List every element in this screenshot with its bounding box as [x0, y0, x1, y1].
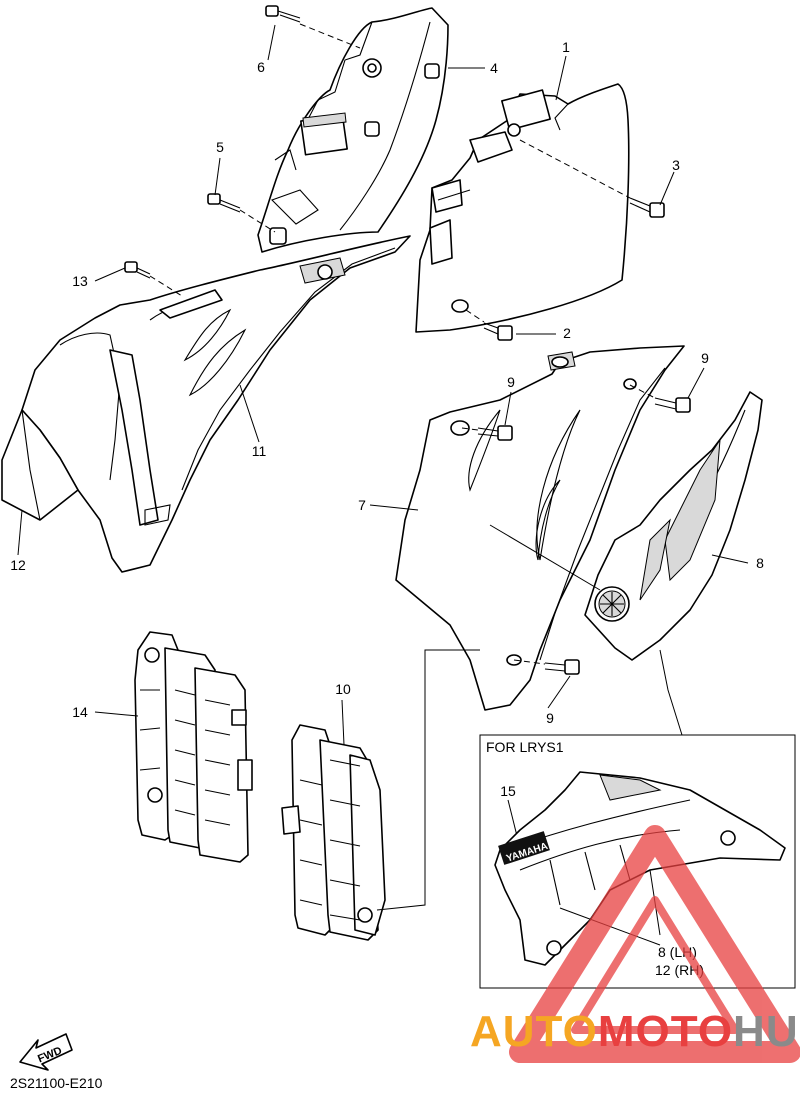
callout-5: 5 — [216, 139, 224, 155]
part-12-left-extension — [1, 409, 79, 521]
part-11-left-shroud — [21, 235, 411, 573]
callout-9c: 9 — [546, 710, 554, 726]
watermark-part-hub: HUB — [733, 1007, 800, 1056]
part-10-radiator-guard-right — [281, 724, 386, 941]
callout-2: 2 — [563, 325, 571, 341]
bolt-6 — [265, 5, 301, 23]
callout-10: 10 — [335, 681, 351, 697]
watermark-part-moto: MOTO — [598, 1007, 733, 1056]
callout-11: 11 — [252, 443, 267, 459]
callout-1: 1 — [562, 39, 570, 55]
bolt-9c — [544, 659, 580, 675]
bolt-9b — [654, 397, 691, 413]
watermark-text: AUTOMOTOHUB — [470, 1007, 800, 1056]
callout-8: 8 — [756, 555, 764, 571]
leader-lines — [17, 23, 749, 911]
part-1-number-plate — [415, 83, 630, 333]
callout-3: 3 — [672, 157, 680, 173]
watermark-triangle-icon — [509, 825, 800, 1063]
part-14-radiator-guard-left — [134, 631, 253, 863]
watermark-logo — [509, 825, 800, 1063]
callout-13: 13 — [72, 273, 88, 289]
inset-title: FOR LRYS1 — [486, 739, 564, 755]
bolt-2 — [483, 322, 513, 341]
part-8-right-graphic — [584, 391, 763, 661]
bolt-13 — [124, 261, 151, 279]
callout-4: 4 — [490, 60, 498, 76]
bolt-5 — [207, 193, 241, 213]
callout-9b: 9 — [701, 350, 709, 366]
callout-14: 14 — [72, 704, 88, 720]
part-7-right-shroud — [395, 345, 685, 711]
inset-callout-15: 15 — [500, 783, 516, 799]
bolt-9a — [477, 425, 513, 441]
diagram-code: 2S21100-E210 — [10, 1075, 103, 1091]
callout-9a: 9 — [507, 374, 515, 390]
bolt-3 — [629, 197, 665, 218]
callout-7: 7 — [358, 497, 366, 513]
callout-12: 12 — [10, 557, 26, 573]
callout-6: 6 — [257, 59, 265, 75]
callout-numbers: 1 2 3 4 5 6 7 8 9 9 9 10 11 12 13 14 — [10, 39, 764, 726]
fwd-arrow-icon: FWD — [19, 1033, 73, 1071]
watermark-part-auto: AUTO — [470, 1007, 598, 1056]
part-4-side-bracket — [257, 7, 449, 253]
